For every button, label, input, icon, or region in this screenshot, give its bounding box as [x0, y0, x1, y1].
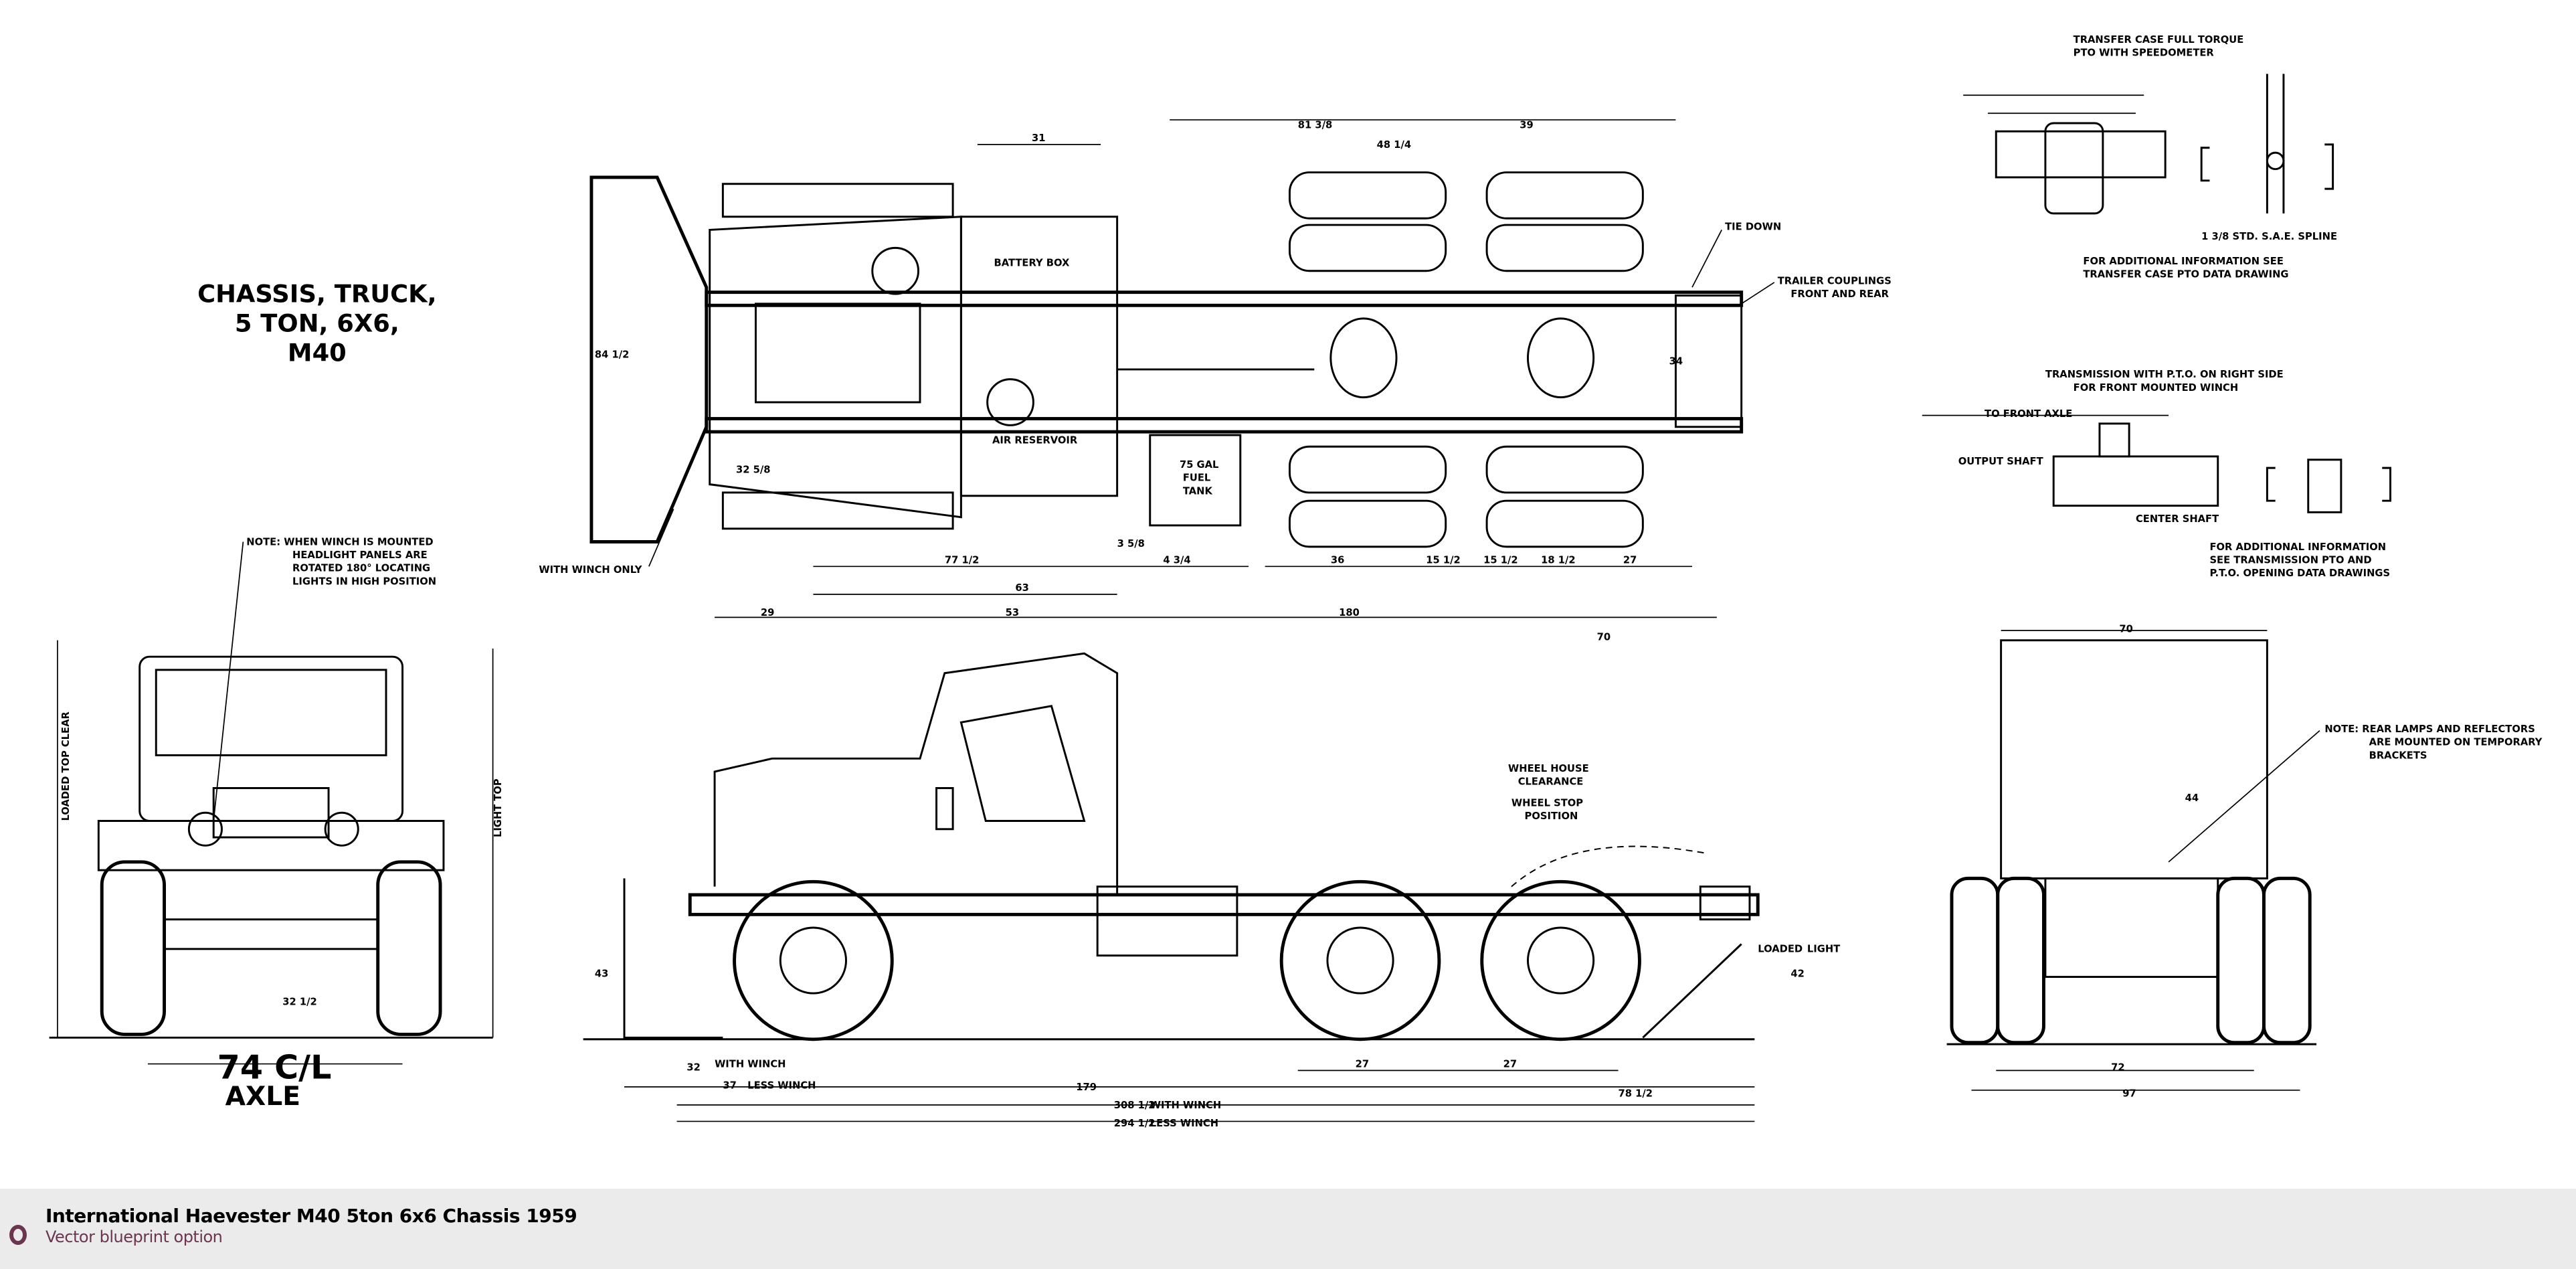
front-note: ROTATED 180° LOCATING — [292, 563, 430, 574]
front-note: HEADLIGHT PANELS ARE — [292, 549, 428, 561]
front-note: NOTE: WHEN WINCH IS MOUNTED — [246, 536, 433, 547]
tires-top — [1288, 171, 1644, 548]
fuel-tank-label: 75 GAL — [1180, 459, 1218, 471]
transmission-note: SEE TRANSMISSION PTO AND — [2209, 554, 2371, 566]
dim-label: 70 — [2119, 623, 2132, 634]
dim-label: 32 — [686, 1062, 700, 1073]
transmission-detail: TRANSMISSION WITH P.T.O. ON RIGHT SIDE F… — [1922, 369, 2392, 579]
caption-subtitle: Vector blueprint option — [45, 1228, 223, 1246]
title-line-3: M40 — [288, 339, 347, 367]
dim-label: 3 5/8 — [1117, 538, 1145, 549]
transmission-note: FOR ADDITIONAL INFORMATION — [2209, 541, 2386, 553]
dim-label: 70 — [1597, 632, 1611, 643]
dim-label: 32 5/8 — [736, 464, 770, 475]
dim-label: 44 — [2185, 792, 2199, 804]
spline-label: 1 3/8 STD. S.A.E. SPLINE — [2201, 231, 2337, 242]
front-note: LIGHTS IN HIGH POSITION — [292, 576, 436, 587]
front-view: NOTE: WHEN WINCH IS MOUNTED HEADLIGHT PA… — [49, 536, 504, 1112]
caption-footer: International Haevester M40 5ton 6x6 Cha… — [0, 1189, 2576, 1269]
wheels-side — [733, 879, 1641, 1041]
dim-label: 48 1/4 — [1377, 139, 1411, 151]
dim-label: 37 — [723, 1080, 736, 1091]
dim-label: 77 1/2 — [945, 554, 979, 566]
rear-view: 70 72 97 44 NOTE: REAR LAMPS AND REFLECT… — [1946, 623, 2543, 1100]
dim-label: 31 — [1032, 133, 1045, 144]
dim-label: 15 1/2 — [1426, 554, 1460, 566]
title-line-2: 5 TON, 6X6, — [235, 309, 399, 338]
loaded-top-label: LOADED TOP CLEAR — [60, 711, 72, 821]
transfer-note: PTO WITH SPEEDOMETER — [2074, 47, 2215, 58]
title-line-1: CHASSIS, TRUCK, — [197, 279, 437, 308]
dim-label: 179 — [1076, 1082, 1097, 1093]
wheel-stop-label: POSITION — [1525, 811, 1578, 822]
wheel-house-label: CLEARANCE — [1518, 776, 1584, 788]
loaded-label: LOADED — [1758, 944, 1803, 955]
front-axle-label: TO FRONT AXLE — [1985, 408, 2072, 420]
dim-label: 53 — [1006, 607, 1019, 618]
wheel-stop-label: WHEEL STOP — [1511, 797, 1583, 809]
less-winch-label: LESS WINCH — [747, 1080, 816, 1091]
side-elevation-view: 29 53 180 70 WHEEL HOUSE CLEARANCE WHEEL… — [583, 594, 1840, 1129]
dim-label: 34 — [1669, 356, 1683, 367]
dim-label: 29 — [761, 607, 774, 618]
transmission-title: FOR FRONT MOUNTED WINCH — [2074, 382, 2239, 394]
dim-label: 63 — [1015, 582, 1028, 594]
circle-bullet-icon — [9, 1225, 27, 1245]
output-shaft-label: OUTPUT SHAFT — [1958, 456, 2043, 467]
dim-label: 32 1/2 — [282, 996, 316, 1007]
battery-box-label: BATTERY BOX — [994, 257, 1070, 268]
air-reservoir-label: AIR RESERVOIR — [992, 434, 1078, 446]
top-plan-view: 31 81 3/8 39 48 1/4 34 77 1/2 63 4 3/4 3… — [539, 119, 1892, 594]
axle-label: 74 C/L — [217, 1048, 332, 1087]
light-label: LIGHT — [1807, 944, 1840, 955]
transmission-title: TRANSMISSION WITH P.T.O. ON RIGHT SIDE — [2045, 369, 2284, 380]
dim-label: 4 3/4 — [1163, 554, 1190, 566]
dim-label: 72 — [2111, 1062, 2124, 1073]
transmission-note: P.T.O. OPENING DATA DRAWINGS — [2209, 568, 2390, 579]
dim-label: 39 — [1520, 119, 1533, 131]
dim-label: 180 — [1339, 607, 1360, 618]
dim-label: 78 1/2 — [1619, 1088, 1653, 1100]
dim-label: 36 — [1331, 554, 1344, 566]
transfer-case-detail: TRANSFER CASE FULL TORQUE PTO WITH SPEED… — [1963, 34, 2337, 280]
rear-note: NOTE: REAR LAMPS AND REFLECTORS — [2324, 724, 2535, 735]
chassis-title: CHASSIS, TRUCK, 5 TON, 6X6, M40 — [197, 279, 437, 367]
dim-label: 27 — [1356, 1058, 1369, 1070]
trailer-couplings-label: TRAILER COUPLINGS — [1778, 275, 1892, 286]
trailer-couplings-label: FRONT AND REAR — [1790, 288, 1889, 300]
center-shaft-label: CENTER SHAFT — [2136, 513, 2219, 525]
dim-label: 294 1/2 — [1114, 1118, 1156, 1129]
transfer-note: TRANSFER CASE FULL TORQUE — [2074, 34, 2244, 46]
caption-title: International Haevester M40 5ton 6x6 Cha… — [45, 1205, 577, 1227]
fuel-tank-label: TANK — [1183, 485, 1213, 497]
with-winch-label: WITH WINCH — [1150, 1100, 1221, 1111]
tie-down-label: TIE DOWN — [1725, 221, 1781, 232]
light-top-label: LIGHT TOP — [492, 778, 504, 837]
fuel-tank-label: FUEL — [1183, 473, 1210, 484]
dim-label: 308 1/2 — [1114, 1100, 1156, 1111]
dim-label: 18 1/2 — [1541, 554, 1575, 566]
dim-label: 42 — [1790, 968, 1804, 980]
dim-label: 27 — [1503, 1058, 1517, 1070]
wheel-house-label: WHEEL HOUSE — [1508, 763, 1589, 774]
dim-label: 97 — [2122, 1088, 2136, 1100]
blueprint-drawing: CHASSIS, TRUCK, 5 TON, 6X6, M40 — [49, 34, 2543, 1129]
with-winch-label: WITH WINCH — [715, 1058, 786, 1070]
with-winch-only-label: WITH WINCH ONLY — [539, 564, 642, 576]
transfer-note: TRANSFER CASE PTO DATA DRAWING — [2083, 269, 2288, 280]
rear-note: BRACKETS — [2369, 750, 2427, 761]
dim-label: 27 — [1623, 554, 1637, 566]
dim-label: 81 3/8 — [1298, 119, 1332, 131]
dim-label: 15 1/2 — [1483, 554, 1517, 566]
dim-label: 84 1/2 — [595, 349, 629, 361]
less-winch-label: LESS WINCH — [1150, 1118, 1218, 1129]
rear-note: ARE MOUNTED ON TEMPORARY — [2369, 737, 2543, 748]
dim-label: 43 — [595, 968, 608, 980]
transfer-note: FOR ADDITIONAL INFORMATION SEE — [2083, 256, 2283, 267]
axle-label: AXLE — [225, 1082, 301, 1112]
